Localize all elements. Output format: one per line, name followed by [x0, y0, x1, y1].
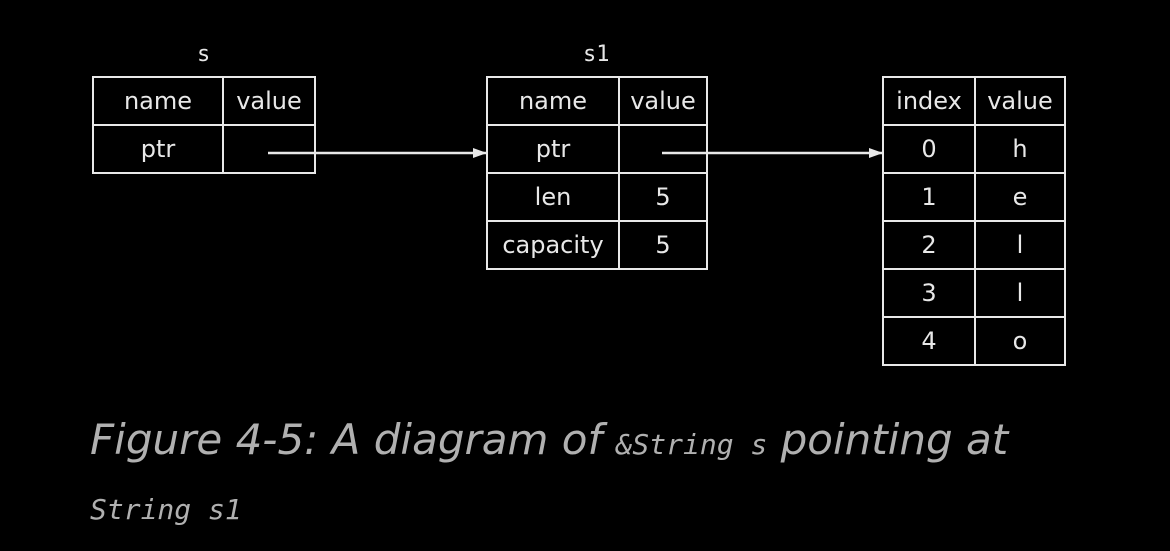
- table-s1-row-len-value: 5: [618, 172, 708, 222]
- caption-text-1: Figure 4-5: A diagram of: [90, 415, 616, 464]
- table-heap-header-index: index: [882, 76, 976, 126]
- caption-code-1: &String s: [615, 428, 768, 461]
- table-s1-row-ptr-value: [618, 124, 708, 174]
- heap-index-cell: 3: [882, 268, 976, 318]
- table-s1: name value ptr len 5 capacity 5: [486, 76, 708, 270]
- table-s1-label: s1: [583, 42, 610, 67]
- heap-value-cell: l: [974, 220, 1066, 270]
- table-s1-row-ptr-name: ptr: [486, 124, 620, 174]
- table-heap-header-value: value: [974, 76, 1066, 126]
- heap-index-cell: 1: [882, 172, 976, 222]
- heap-value-cell: h: [974, 124, 1066, 174]
- heap-value-cell: o: [974, 316, 1066, 366]
- table-s-label: s: [197, 42, 211, 67]
- table-s1-row-capacity-value: 5: [618, 220, 708, 270]
- heap-index-cell: 2: [882, 220, 976, 270]
- heap-index-cell: 0: [882, 124, 976, 174]
- heap-value-cell: l: [974, 268, 1066, 318]
- table-s-cell-value: [222, 124, 316, 174]
- figure-caption: Figure 4-5: A diagram of &String s point…: [90, 410, 1150, 540]
- table-s1-row-capacity-name: capacity: [486, 220, 620, 270]
- table-s1-row-len-name: len: [486, 172, 620, 222]
- table-s-header-value: value: [222, 76, 316, 126]
- caption-code-2: String s1: [90, 493, 242, 526]
- table-s-cell-name: ptr: [92, 124, 224, 174]
- table-s-header-name: name: [92, 76, 224, 126]
- heap-index-cell: 4: [882, 316, 976, 366]
- caption-text-2: pointing at: [767, 415, 1009, 464]
- table-s: name value ptr: [92, 76, 316, 174]
- table-s1-header-name: name: [486, 76, 620, 126]
- table-s1-header-value: value: [618, 76, 708, 126]
- heap-value-cell: e: [974, 172, 1066, 222]
- table-heap: index value 0 h 1 e 2 l 3 l 4 o: [882, 76, 1066, 366]
